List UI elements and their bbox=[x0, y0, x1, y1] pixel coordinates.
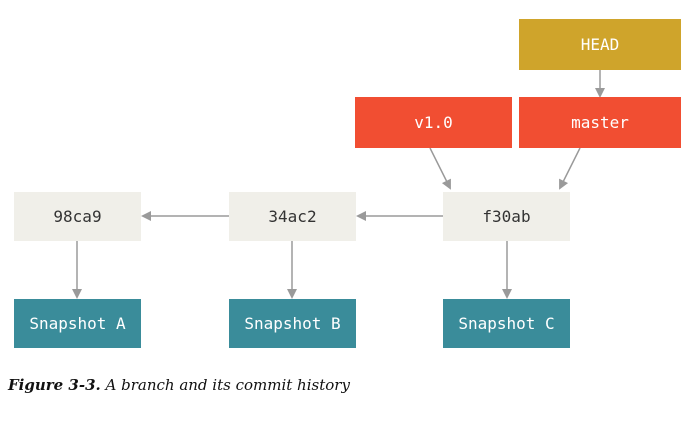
commit-98ca9: 98ca9 bbox=[14, 192, 141, 241]
arrow-master-to-f30ab bbox=[559, 147, 581, 190]
head-pointer: HEAD bbox=[519, 19, 681, 70]
tag-v1-0: v1.0 bbox=[355, 97, 512, 148]
commit-34ac2: 34ac2 bbox=[229, 192, 356, 241]
arrow-v1-to-f30ab bbox=[429, 147, 451, 190]
snapshot-b: Snapshot B bbox=[229, 299, 356, 348]
figure-caption: Figure 3-3. A branch and its commit hist… bbox=[8, 376, 350, 394]
branch-master: master bbox=[519, 97, 681, 148]
commit-f30ab: f30ab bbox=[443, 192, 570, 241]
snapshot-a: Snapshot A bbox=[14, 299, 141, 348]
figure-caption-text: A branch and its commit history bbox=[105, 376, 350, 394]
figure-label: Figure 3-3. bbox=[8, 376, 101, 394]
snapshot-c: Snapshot C bbox=[443, 299, 570, 348]
